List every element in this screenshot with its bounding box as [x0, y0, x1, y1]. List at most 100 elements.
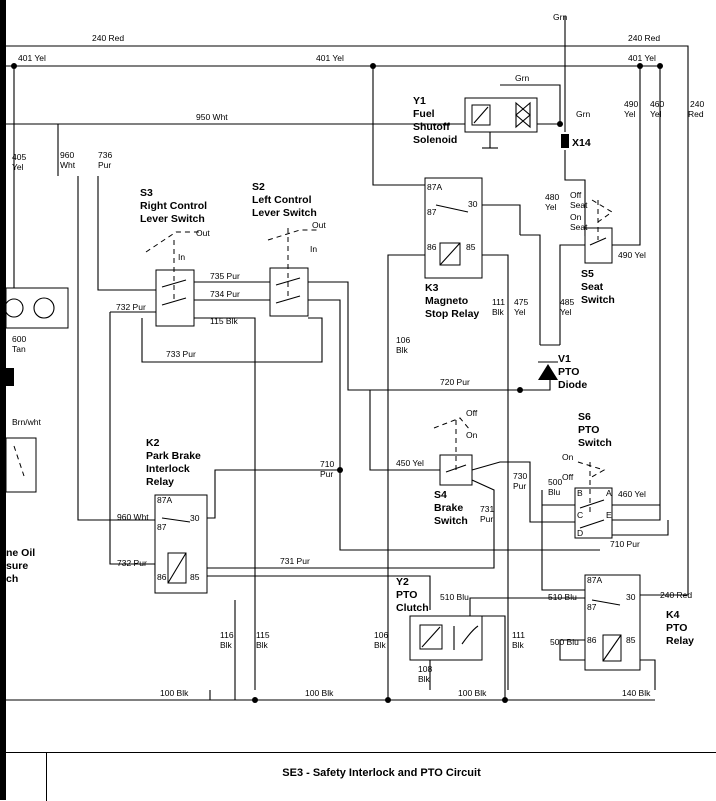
schematic-label: 480	[545, 192, 559, 202]
schematic-label: Out	[196, 228, 210, 238]
schematic-label: K2	[146, 437, 160, 449]
fuel-shutoff-solenoid	[464, 97, 538, 149]
schematic-label: 87	[157, 522, 167, 532]
schematic-label: 111	[492, 297, 505, 307]
schematic-label: S4	[434, 489, 447, 501]
schematic-label: 475	[514, 297, 528, 307]
s6-pto-switch	[574, 461, 613, 539]
schematic-label: Blk	[492, 307, 505, 317]
schematic-label: 30	[468, 199, 478, 209]
schematic-label: 100 Blk	[458, 688, 487, 698]
schematic-label: Fuel	[413, 108, 435, 120]
schematic-label: 30	[626, 592, 636, 602]
schematic-label: PTO	[666, 622, 687, 634]
schematic-label: 732 Pur	[117, 558, 147, 568]
park-brake-interlock-relay	[154, 494, 208, 594]
schematic-label: Brake	[434, 502, 463, 514]
left-indicator-components	[4, 287, 69, 493]
pto-clutch	[409, 615, 483, 661]
schematic-label: Seat	[570, 222, 588, 232]
schematic-label: 600	[12, 334, 26, 344]
schematic-label: PTO	[578, 424, 599, 436]
schematic-label: Red	[688, 109, 704, 119]
schematic-label: C	[577, 510, 583, 520]
schematic-label: 731	[480, 504, 494, 514]
diagram-title: SE3 - Safety Interlock and PTO Circuit	[282, 767, 481, 779]
schematic-label: Pur	[513, 481, 526, 491]
schematic-label: Yel	[624, 109, 636, 119]
schematic-label: Lever Switch	[252, 207, 317, 219]
schematic-label: A	[606, 488, 612, 498]
schematic-label: 30	[190, 513, 200, 523]
schematic-label: Solenoid	[413, 134, 457, 146]
schematic-label: 735 Pur	[210, 271, 240, 281]
schematic-label: 732 Pur	[116, 302, 146, 312]
schematic-label: Tan	[12, 344, 26, 354]
schematic-label: Seat	[581, 281, 604, 293]
schematic-label: 240	[690, 99, 704, 109]
schematic-label: Brn/wht	[12, 417, 41, 427]
schematic-label: Blu	[548, 487, 561, 497]
schematic-label: 731 Pur	[280, 556, 310, 566]
schematic-label: 240 Red	[660, 590, 692, 600]
schematic-label: 405	[12, 152, 26, 162]
junction-dots	[11, 63, 663, 703]
schematic-label: Relay	[146, 476, 174, 488]
schematic-label: 401 Yel	[18, 53, 46, 63]
schematic-label: 950 Wht	[196, 112, 228, 122]
schematic-label: Seat	[570, 200, 588, 210]
schematic-label: Relay	[666, 635, 694, 647]
schematic-label: 450 Yel	[396, 458, 424, 468]
schematic-label: 111	[512, 630, 525, 640]
schematic-label: Blk	[220, 640, 233, 650]
schematic-label: E	[606, 510, 612, 520]
wires	[6, 16, 689, 701]
schematic-label: Yel	[545, 202, 557, 212]
wire-labels: 240 Red Grn 240 Red 401 Yel 401 Yel 401 …	[12, 12, 704, 698]
schematic-label: 87A	[427, 182, 442, 192]
schematic-label: In	[178, 252, 185, 262]
schematic-label: 87	[427, 207, 437, 217]
schematic-label: Lever Switch	[140, 213, 205, 225]
pto-diode	[538, 361, 558, 380]
schematic-label: Interlock	[146, 463, 190, 475]
schematic-label: PTO	[396, 589, 417, 601]
schematic-label: 108	[418, 664, 432, 674]
schematic-label: 87	[587, 602, 597, 612]
schematic-label: Out	[312, 220, 326, 230]
schematic-label: Wht	[60, 160, 76, 170]
schematic-label: Shutoff	[413, 121, 450, 133]
schematic-label: 87A	[157, 495, 172, 505]
schematic-label: D	[577, 528, 583, 538]
s3-right-control-lever-switch	[145, 231, 200, 327]
schematic-label: 100 Blk	[160, 688, 189, 698]
schematic-label: 734 Pur	[210, 289, 240, 299]
schematic-label: 500	[548, 477, 562, 487]
schematic-label: Yel	[514, 307, 526, 317]
schematic-label: 86	[157, 572, 167, 582]
schematic-label: K3	[425, 282, 439, 294]
schematic-label: Yel	[12, 162, 24, 172]
schematic-label: 710 Pur	[610, 539, 640, 549]
schematic-label: Pur	[480, 514, 493, 524]
schematic-label: 86	[587, 635, 597, 645]
schematic-label: 240 Red	[628, 33, 660, 43]
schematic-label: S5	[581, 268, 594, 280]
page-edge-bar	[0, 0, 6, 800]
schematic-label: Left Control	[252, 194, 312, 206]
schematic-label: 85	[190, 572, 200, 582]
title-cell: SE3 - Safety Interlock and PTO Circuit	[46, 753, 716, 801]
schematic-label: PTO	[558, 366, 579, 378]
schematic-label: On	[466, 430, 478, 440]
schematic-label: 106	[396, 335, 410, 345]
x14-connector	[561, 134, 569, 148]
schematic-label: Blk	[256, 640, 269, 650]
schematic-label: Off	[562, 472, 574, 482]
schematic-label: Switch	[581, 294, 615, 306]
title-block: SE3 - Safety Interlock and PTO Circuit	[6, 752, 716, 801]
schematic-label: S2	[252, 181, 265, 193]
schematic-label: 85	[626, 635, 636, 645]
schematic-label: Right Control	[140, 200, 207, 212]
schematic-label: 736	[98, 150, 112, 160]
